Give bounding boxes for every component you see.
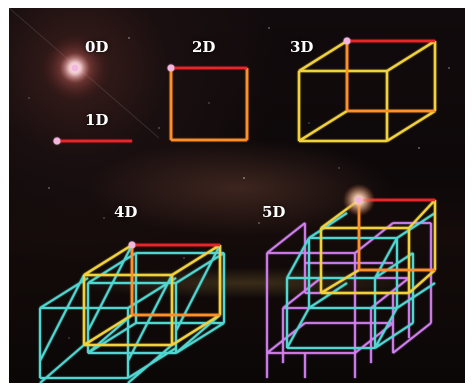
dimensions-diagram bbox=[9, 8, 450, 383]
label-0d: 0D bbox=[85, 38, 109, 56]
label-3d: 3D bbox=[290, 38, 314, 56]
square-2d bbox=[167, 64, 249, 142]
penteract-5d bbox=[266, 184, 437, 378]
line-1d bbox=[53, 137, 132, 145]
tesseract-4d bbox=[39, 241, 225, 383]
label-5d: 5D bbox=[262, 203, 286, 221]
point-0d bbox=[9, 8, 160, 139]
label-4d: 4D bbox=[114, 203, 138, 221]
cube-3d bbox=[297, 37, 437, 143]
star-dots bbox=[28, 27, 450, 339]
label-1d: 1D bbox=[85, 111, 109, 129]
label-2d: 2D bbox=[192, 38, 216, 56]
